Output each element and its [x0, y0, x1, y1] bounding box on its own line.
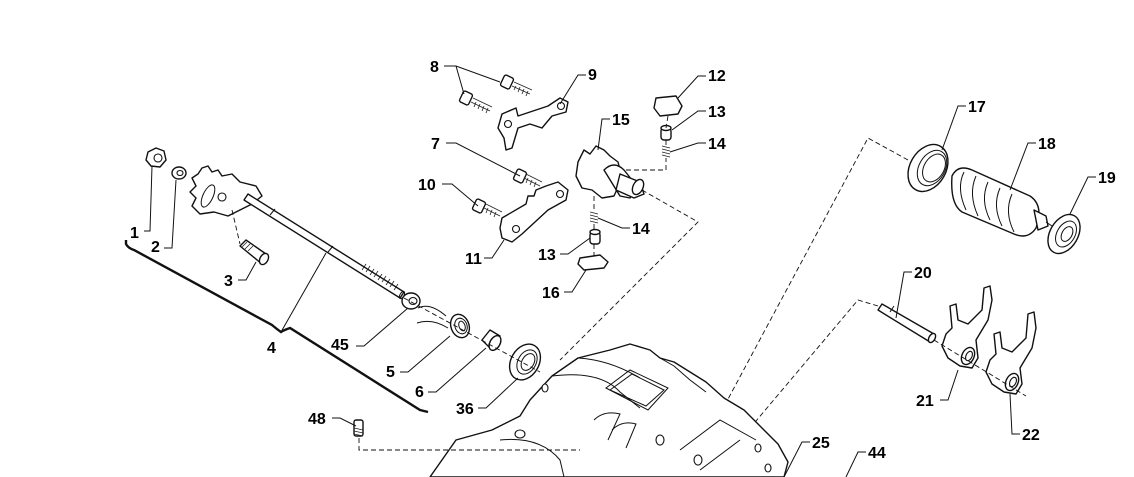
seal-part-36: [508, 343, 542, 381]
spring-part-14a: [661, 145, 671, 158]
callout-label: 3: [224, 273, 233, 290]
selector-sector-plate: [189, 165, 263, 217]
selector-lever-group: [458, 74, 699, 361]
axis-drum-to-case: [689, 137, 909, 471]
selector-drum-star-part-15: [575, 145, 645, 199]
callout-label: 13: [538, 247, 556, 264]
axis-forks: [933, 339, 1027, 397]
callout-label: 45: [331, 337, 349, 354]
callout-label: 10: [418, 177, 436, 194]
callout-label: 18: [1038, 136, 1056, 153]
needle-bearing-part-17: [907, 143, 949, 193]
callout-label: 9: [588, 67, 597, 84]
callout-label: 5: [386, 364, 395, 381]
pin-part-13b: [589, 228, 601, 245]
shaft-assembly-group: [124, 147, 542, 414]
washer-part-45: [401, 292, 421, 310]
bolt-part-48: [353, 419, 364, 437]
lever-plate-part-9: [497, 97, 569, 151]
callout-label: 14: [708, 136, 726, 153]
bolt-part-8b: [458, 90, 493, 114]
callout-label: 20: [914, 265, 932, 282]
bushing-part-6: [481, 329, 502, 352]
nut-part-1: [145, 147, 167, 168]
bolt-part-10: [471, 198, 503, 218]
callout-label: 25: [812, 435, 830, 452]
spring-part-5: [416, 305, 471, 339]
block-part-16: [577, 254, 609, 271]
callout-label: 7: [431, 136, 440, 153]
ball-bearing-part-19: [1047, 213, 1081, 255]
callout-label: 2: [151, 239, 160, 256]
shift-fork-part-22: [985, 311, 1037, 395]
assembly-axis-line: [403, 297, 541, 373]
callout-label: 44: [868, 445, 886, 462]
callout-label: 21: [916, 393, 934, 410]
spring-part-14b: [589, 211, 599, 224]
callout-label: 14: [632, 221, 650, 238]
callout-label: 4: [267, 340, 276, 357]
callout-labels: 1 2 3 4 45 5 6 36 48 7 8 9 10 11 12 13 1…: [130, 59, 1116, 462]
fork-shaft-part-20: [877, 303, 937, 344]
axis-star-to-case: [559, 189, 699, 361]
cap-part-12: [653, 95, 683, 117]
callout-label: 48: [308, 411, 326, 428]
callout-label: 1: [130, 225, 139, 242]
callout-label: 12: [708, 68, 726, 85]
axis-shaft-to-case: [739, 299, 879, 441]
callout-label: 36: [456, 401, 474, 418]
shaft-part-4: [243, 193, 406, 300]
stud-part-3: [231, 209, 270, 266]
callout-label: 15: [612, 112, 630, 129]
callout-label: 11: [465, 251, 482, 268]
washer-part-2: [171, 166, 187, 180]
callout-label: 22: [1022, 427, 1040, 444]
shift-fork-part-21: [941, 285, 993, 369]
lever-part-11: [499, 181, 569, 243]
callout-label: 6: [415, 384, 424, 401]
leader-lines: [144, 65, 1096, 477]
fork-group: [739, 285, 1037, 441]
selector-drum-group: [689, 137, 1081, 471]
callout-label: 8: [430, 59, 439, 76]
callout-label: 19: [1098, 170, 1116, 187]
axis-bolt-48: [358, 438, 580, 451]
crankcase-housing: [429, 343, 789, 477]
callout-label: 13: [708, 104, 726, 121]
bolt-part-8a: [499, 74, 533, 97]
selector-drum-part-18: [951, 167, 1053, 237]
bolt-part-7: [512, 168, 543, 188]
axis-cap-vertical: [665, 115, 669, 129]
group-bracket-4: [124, 240, 429, 414]
callout-label: 17: [968, 99, 986, 116]
callout-label: 16: [542, 285, 560, 302]
